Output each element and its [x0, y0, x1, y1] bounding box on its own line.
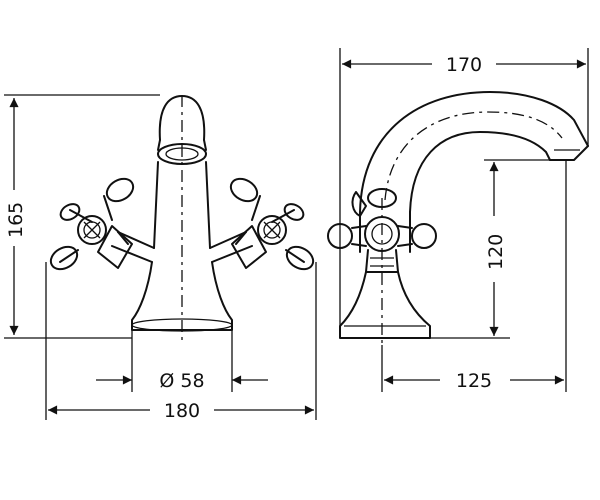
side-spout-inner: [409, 131, 551, 213]
side-cross-handle: [327, 188, 437, 273]
front-right-arm: [209, 231, 253, 263]
side-spout-tip: [549, 145, 589, 161]
front-spout-edges: [157, 139, 207, 151]
dim-180-label: 180: [164, 400, 200, 422]
side-spout-centerline: [384, 111, 563, 201]
front-left-valve: [97, 225, 133, 269]
front-dimensions: 165 Ø 58 180: [2, 94, 317, 422]
side-valve-housing: [365, 249, 399, 273]
side-spout-outer: [359, 91, 589, 213]
front-spout-head: [158, 95, 206, 141]
front-right-valve: [231, 225, 267, 269]
dim-165-label: 165: [5, 202, 27, 238]
front-view: [49, 95, 315, 345]
dim-170-label: 170: [446, 54, 482, 76]
front-right-cross-handle: [229, 177, 315, 271]
front-body: [153, 161, 211, 249]
front-left-cross-handle: [49, 177, 135, 271]
dim-58-label: Ø 58: [159, 370, 204, 392]
dim-120-label: 120: [485, 234, 507, 270]
front-base: [131, 261, 233, 331]
side-dimensions: 170 120 125: [339, 48, 589, 392]
front-left-arm: [111, 231, 155, 263]
dim-165-label-bg: [2, 190, 28, 246]
side-base: [339, 271, 431, 339]
dim-125-label: 125: [456, 370, 492, 392]
front-spout-outlet-inner: [165, 147, 199, 161]
front-base-ring: [131, 318, 233, 332]
side-lever: [351, 191, 367, 217]
front-spout-outlet: [157, 143, 207, 165]
side-view: [327, 91, 589, 345]
